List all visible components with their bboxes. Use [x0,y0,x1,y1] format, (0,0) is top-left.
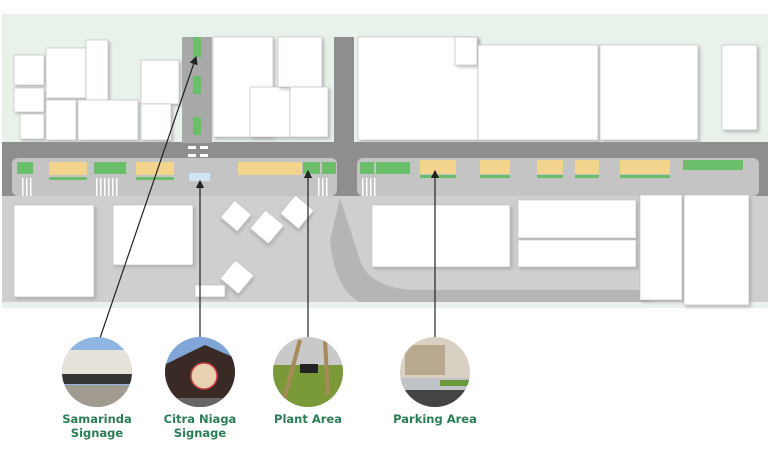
curved-walkway [330,198,650,302]
parking-area-label: Parking Area [393,412,477,426]
plant-area-label: Plant Area [274,412,342,426]
buildings [13,36,758,306]
photo-plant-area [273,337,343,407]
side-road [334,37,354,143]
callout-arrows [99,56,440,339]
photo-parking-area [400,337,470,407]
parking-areas [49,160,670,175]
citra-niaga-signage-area [189,173,210,181]
crosswalk-marks [22,146,376,196]
label-line: Samarinda [62,412,132,426]
plant-areas [17,37,743,180]
label-line: Citra Niaga [163,412,237,426]
arrow-samarinda [99,56,198,339]
photo-samarinda-signage [62,337,132,407]
label-line: Signage [70,426,124,440]
photo-citra-niaga-signage [165,337,235,407]
label-line: Signage [173,426,227,440]
